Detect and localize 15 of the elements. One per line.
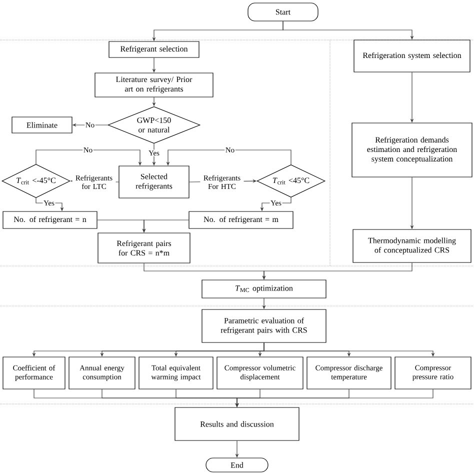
process-box: Results and discussion <box>174 407 300 441</box>
process-box: Refrigeration system selection <box>354 40 470 72</box>
process-box: Refrigerant pairs for CRS = n*m <box>98 232 190 264</box>
process-box: Refrigeration demands estimation and refrigeration system conceptualization <box>352 122 472 178</box>
process-box: Eliminate <box>12 116 72 134</box>
process-box: Refrigerant selection <box>108 41 200 58</box>
process-box: Parametric evaluation of refrigerant pairs with CRS <box>202 309 326 343</box>
process-box: Selected refrigerants <box>118 166 190 198</box>
terminal-box: Start <box>248 2 318 22</box>
process-box: Thermodynamic modelling of conceptualized CRS <box>352 229 472 263</box>
terminal-box: End <box>206 458 268 472</box>
process-box: T$_{MC}$ optimization <box>202 280 326 298</box>
process-box: Literature survey/ Prior art on refrigerants <box>94 72 214 98</box>
process-box: No. of refrigerant = n <box>2 211 98 229</box>
process-box: No. of refrigerant = m <box>188 211 294 229</box>
